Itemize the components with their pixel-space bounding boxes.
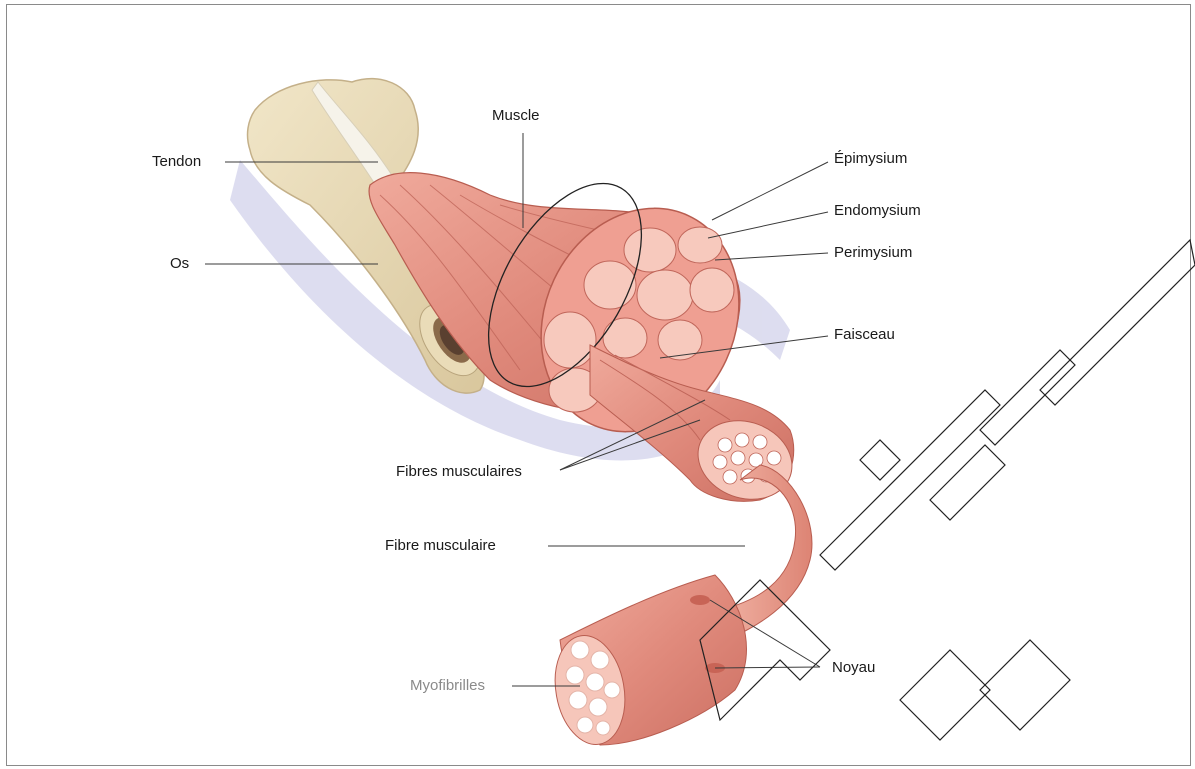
label-muscle: Muscle [492,107,540,125]
label-faisceau: Faisceau [834,326,895,344]
label-noyau: Noyau [832,659,875,677]
label-tendon: Tendon [152,153,201,171]
label-perimysium: Perimysium [834,244,912,262]
label-fibres-musculaires: Fibres musculaires [396,463,522,481]
muscle-fiber [547,465,812,750]
label-os: Os [170,255,189,273]
label-myofibrilles: Myofibrilles [410,677,485,695]
label-fibre-musculaire: Fibre musculaire [385,537,496,555]
label-endomysium: Endomysium [834,202,921,220]
label-epimysium: Épimysium [834,150,907,168]
